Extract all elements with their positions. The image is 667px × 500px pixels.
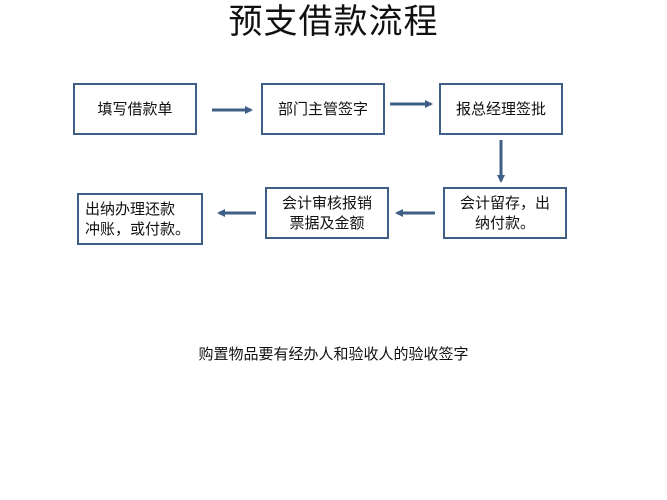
step-label: 出纳办理还款 冲账，或付款。: [85, 200, 191, 238]
step-department-head-sign: 部门主管签字: [261, 83, 385, 135]
step-general-manager-approve: 报总经理签批: [439, 83, 563, 135]
page-title: 预支借款流程: [228, 2, 439, 42]
step-label: 报总经理签批: [455, 100, 546, 118]
step-label: 部门主管签字: [277, 100, 368, 118]
step-accounting-retain-cashier-pay: 会计留存，出 纳付款。: [443, 187, 567, 239]
step-label: 会计留存，出 纳付款。: [459, 194, 550, 232]
step-cashier-repayment: 出纳办理还款 冲账，或付款。: [77, 193, 203, 245]
purchase-note: 购置物品要有经办人和验收人的验收签字: [198, 345, 469, 363]
step-accounting-review-receipts: 会计审核报销 票据及金额: [265, 187, 389, 239]
step-label: 填写借款单: [97, 100, 173, 118]
step-label: 会计审核报销 票据及金额: [281, 194, 372, 232]
step-fill-loan-form: 填写借款单: [73, 83, 197, 135]
